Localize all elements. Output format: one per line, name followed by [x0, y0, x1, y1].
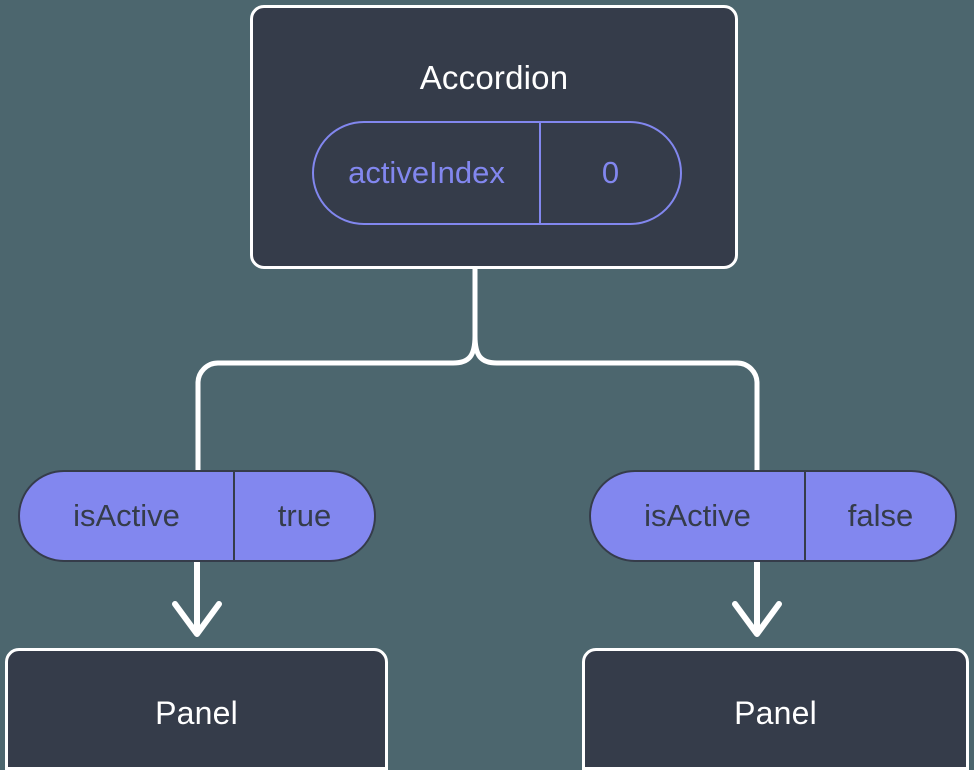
connector-brace-split-left: [195, 333, 478, 473]
left-branch-state-badge[interactable]: isActive true: [18, 470, 376, 562]
accordion-node-title: Accordion: [419, 59, 569, 96]
accordion-prop-value: 0: [601, 155, 620, 190]
right-panel-node-title: Panel: [734, 695, 817, 731]
arrow-right-pill-to-panel: [732, 562, 782, 637]
left-panel-node-title: Panel: [155, 695, 238, 731]
right-branch-state-key: isActive: [591, 472, 806, 560]
arrow-left-pill-to-panel: [172, 562, 222, 637]
right-branch-state-value: false: [847, 498, 914, 533]
accordion-prop-key: activeIndex: [314, 123, 541, 223]
accordion-node[interactable]: Accordion activeIndex 0: [250, 5, 738, 269]
right-panel-node[interactable]: Panel: [582, 648, 969, 770]
left-panel-node[interactable]: Panel: [5, 648, 388, 770]
connector-brace-split: [472, 333, 760, 473]
left-branch-state-value: true: [277, 498, 332, 533]
left-branch-state-key: isActive: [20, 472, 235, 560]
accordion-prop-badge[interactable]: activeIndex 0: [312, 121, 682, 225]
right-branch-state-badge[interactable]: isActive false: [589, 470, 957, 562]
